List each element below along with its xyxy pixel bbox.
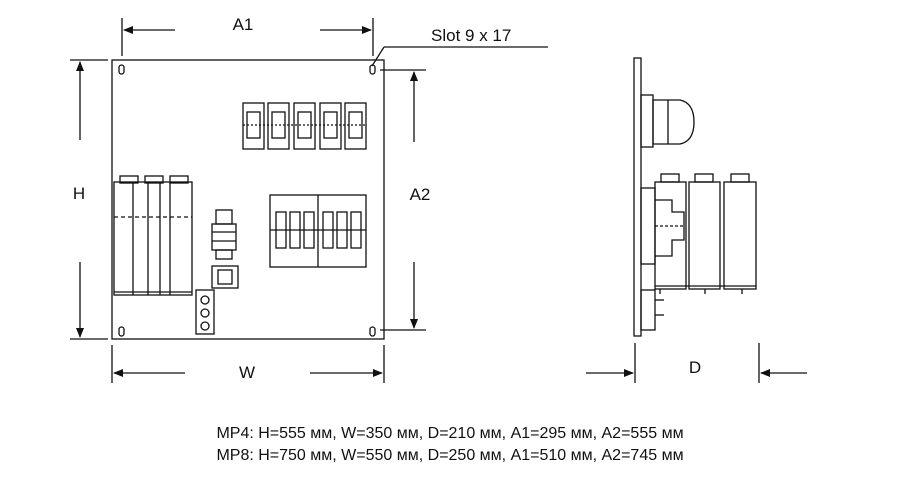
spec-line-mp8: MP8: H=750 мм, W=550 мм, D=250 мм, A1=51… [216, 447, 684, 464]
front-panel-plate [111, 59, 385, 340]
mounting-slot-bottom-right [369, 326, 376, 337]
label-d: D [689, 358, 701, 377]
contactor-row [242, 102, 367, 150]
side-view [633, 57, 757, 337]
label-a1: A1 [233, 15, 254, 34]
small-transformer [211, 265, 239, 289]
spec-line-mp4: MP4: H=555 мм, W=350 мм, D=210 мм, A1=29… [216, 425, 684, 442]
breaker-block [269, 194, 367, 268]
fuse-holder [211, 209, 237, 260]
capacitor-bank [113, 175, 193, 296]
label-slot: Slot 9 x 17 [431, 26, 511, 45]
label-a2: A2 [410, 185, 431, 204]
label-w: W [239, 363, 255, 382]
label-h: H [73, 184, 85, 203]
terminal-strip [195, 289, 215, 335]
mounting-slot-top-left [118, 64, 125, 75]
mounting-slot-bottom-left [118, 326, 125, 337]
